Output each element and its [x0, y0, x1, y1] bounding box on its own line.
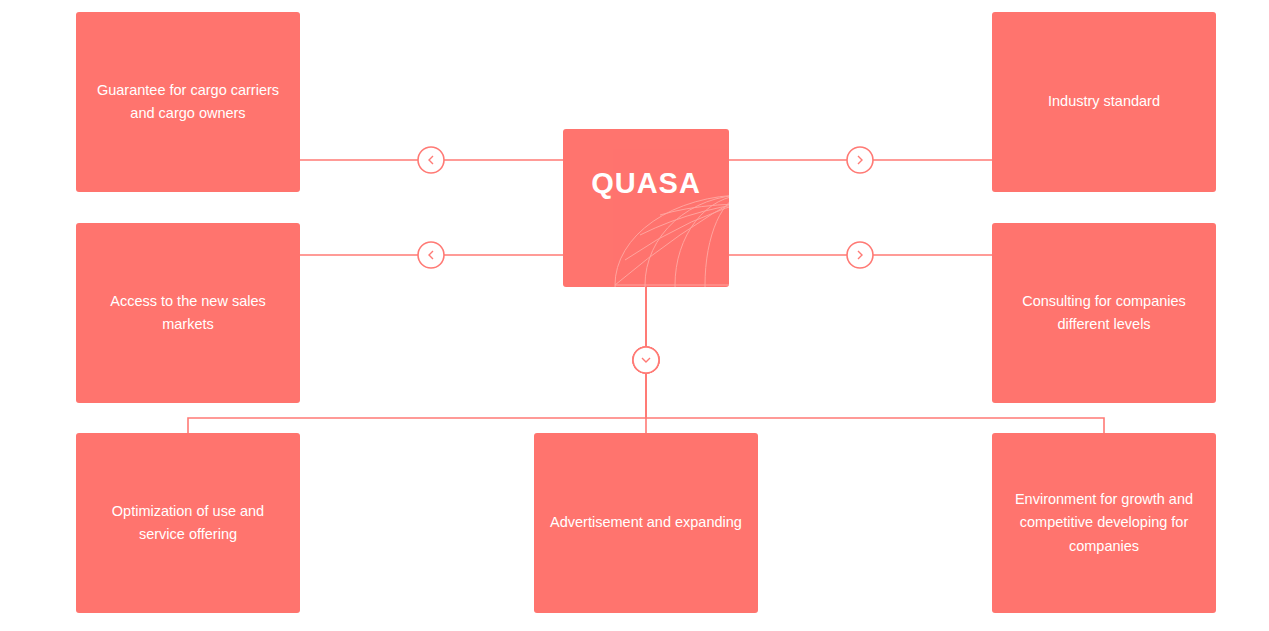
arrow-chevron	[418, 147, 444, 173]
arrow-chevron	[633, 347, 659, 373]
arrow-chevron	[633, 347, 659, 373]
hub-box-fill	[563, 129, 729, 287]
benefit-box: Industry standard	[992, 12, 1216, 192]
arrow-chevron	[847, 242, 873, 268]
box-label: Environment for growth and competitive d…	[1008, 488, 1200, 559]
arrow-circle	[418, 242, 444, 268]
arrow-circle	[633, 347, 659, 373]
box-label: Optimization of use and service offering	[92, 500, 284, 547]
connector-group	[300, 242, 563, 268]
connector-group	[729, 147, 992, 173]
arrow-head	[429, 156, 433, 164]
box-label: Industry standard	[1048, 90, 1160, 114]
benefit-box: Optimization of use and service offering	[76, 433, 300, 613]
arrow-circle	[633, 347, 659, 373]
arrow-chevron	[418, 242, 444, 268]
arrow-circle	[418, 147, 444, 173]
benefit-box: Consulting for companies different level…	[992, 223, 1216, 403]
arrow-head	[858, 251, 862, 259]
arrow-circle	[847, 147, 873, 173]
arrow-head	[858, 156, 862, 164]
hub-box: QUASA	[563, 129, 729, 287]
box-label: Advertisement and expanding	[550, 511, 742, 535]
benefit-box: Access to the new sales markets	[76, 223, 300, 403]
arrow-chevron	[633, 347, 659, 373]
benefit-box: Guarantee for cargo carriers and cargo o…	[76, 12, 300, 192]
hub-title: QUASA	[591, 165, 701, 201]
box-label: Access to the new sales markets	[92, 290, 284, 337]
benefit-box: Environment for growth and competitive d…	[992, 433, 1216, 613]
arrow-head	[642, 358, 650, 362]
arrow-circle	[847, 242, 873, 268]
box-label: Guarantee for cargo carriers and cargo o…	[92, 79, 284, 126]
arrow-head	[429, 251, 433, 259]
connector-group	[729, 242, 992, 268]
box-label: Consulting for companies different level…	[1008, 290, 1200, 337]
arrow-chevron	[847, 147, 873, 173]
arrow-circle	[633, 347, 659, 373]
connector-group	[300, 147, 563, 173]
benefit-box: Advertisement and expanding	[534, 433, 758, 613]
